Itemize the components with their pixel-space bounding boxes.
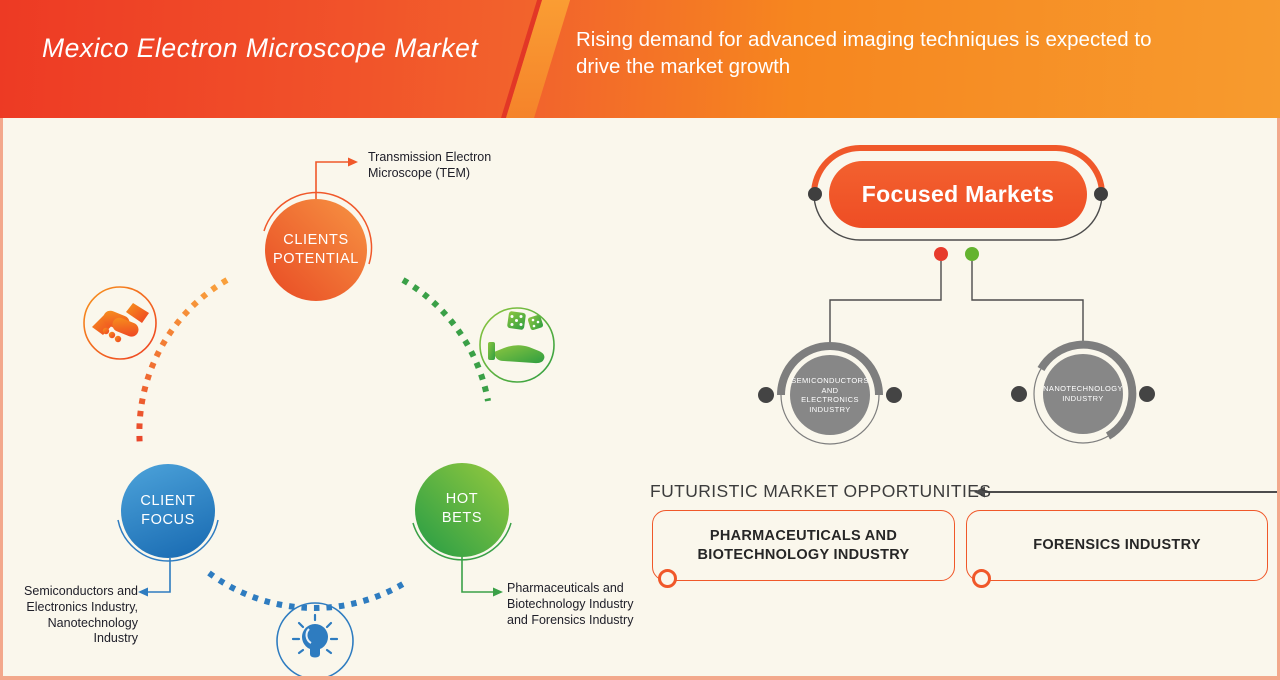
opportunity-box-forensics: FORENSICS INDUSTRY [966,510,1268,581]
dashed-arc-green [401,277,491,402]
page-subtitle: Rising demand for advanced imaging techn… [576,28,1152,78]
dashed-arc-blue [207,570,405,611]
opportunities-heading: FUTURISTIC MARKET OPPORTUNITIES [650,481,992,501]
clients-potential-annotation: Transmission Electron Microscope (TEM) [368,150,492,180]
marker-dot-green [965,247,979,261]
badge-right-dot [1094,187,1108,201]
client-focus-label: CLIENT FOCUS [140,493,196,528]
badge-ring-bottom [813,193,1103,241]
tree-branch-right [971,261,1084,343]
cycle-dashed-ring [136,277,491,611]
dashed-arc-orange [136,277,229,448]
market-nanotechnology-label: NANOTECHNOLOGY INDUSTRY [1043,384,1123,403]
focused-markets-badge [808,145,1108,241]
client-focus-circle [117,464,219,562]
lightbulb-icon [276,602,354,680]
tree-branch-left [829,261,942,343]
opportunity-box-pharma: PHARMACEUTICALS AND BIOTECHNOLOGY INDUST… [652,510,955,581]
opportunity-box-forensics-label: FORENSICS INDUSTRY [1033,537,1201,553]
hot-bets-circle [412,463,512,561]
focused-markets-title: Focused Markets [861,181,1055,207]
page-title: Mexico Electron Microscope Market [42,33,479,63]
hot-bets-annotation: Pharmaceuticals and Biotechnology Indust… [507,581,634,627]
connector-hot-bets [461,557,494,593]
clients-potential-label: CLIENTS POTENTIAL [273,232,359,267]
marker-dot-red [934,247,948,261]
arrowhead-client-focus [138,587,148,597]
handshake-icon [83,286,157,360]
arrowhead-left [974,486,985,498]
hot-bets-label: HOT BETS [441,491,483,526]
client-focus-annotation: Semiconductors and Electronics Industry,… [24,584,138,646]
dice-in-hand-icon [479,307,555,383]
market2-right-dot [1139,386,1155,402]
cycle-connectors [138,157,503,597]
opportunities-arrow [974,486,1280,498]
connector-clients-potential [315,161,349,199]
market-semiconductors-label: SEMICONDUCTORS AND ELECTRONICS INDUSTRY [791,376,869,414]
arrowhead-clients-potential [348,157,358,167]
market1-left-dot [758,387,774,403]
opportunity-box-pharma-label: PHARMACEUTICALS AND BIOTECHNOLOGY INDUST… [697,527,910,563]
market2-left-dot [1011,386,1027,402]
connector-client-focus [147,558,171,593]
badge-left-dot [808,187,822,201]
opportunity-ring-marker-1 [658,569,677,588]
market-circle-nanotechnology [1011,340,1155,444]
header-banner: Mexico Electron Microscope Market Rising… [0,0,1280,118]
badge-ring-top [811,145,1105,197]
clients-potential-circle [263,191,373,301]
tree-connectors [829,247,1084,343]
badge-pill [829,161,1087,228]
arrowhead-hot-bets [493,587,503,597]
market1-right-dot [886,387,902,403]
opportunity-ring-marker-2 [972,569,991,588]
market-circle-semiconductors [758,342,902,445]
